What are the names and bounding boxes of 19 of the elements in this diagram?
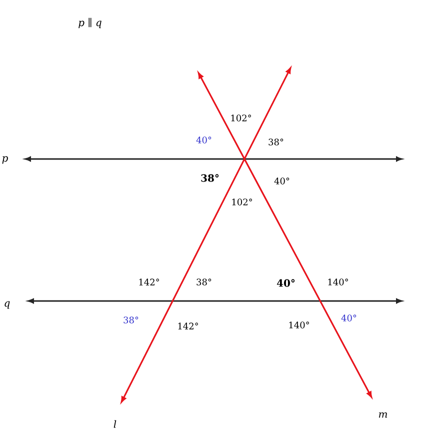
- angle-label: 142°: [178, 322, 198, 330]
- angle-label: 38°: [196, 278, 212, 286]
- angle-label: 102°: [231, 114, 251, 122]
- angle-label: 40°: [276, 279, 295, 287]
- note: p ∥ q: [78, 18, 102, 28]
- angle-label: 142°: [139, 278, 159, 286]
- line-label: m: [378, 412, 388, 418]
- angle-label: 102°: [232, 198, 252, 206]
- angle-label: 38°: [201, 174, 219, 182]
- angle-label: 40°: [274, 178, 290, 184]
- angle-label: 38°: [268, 138, 284, 146]
- angle-label: 140°: [328, 278, 348, 286]
- angle-label: 140°: [289, 322, 309, 328]
- line-label: q: [4, 301, 10, 309]
- angle-label: 40°: [341, 314, 356, 322]
- line-label: p: [2, 156, 8, 164]
- line-label: l: [114, 420, 116, 428]
- angle-label: 40°: [196, 136, 212, 144]
- angle-label: 38°: [124, 316, 138, 324]
